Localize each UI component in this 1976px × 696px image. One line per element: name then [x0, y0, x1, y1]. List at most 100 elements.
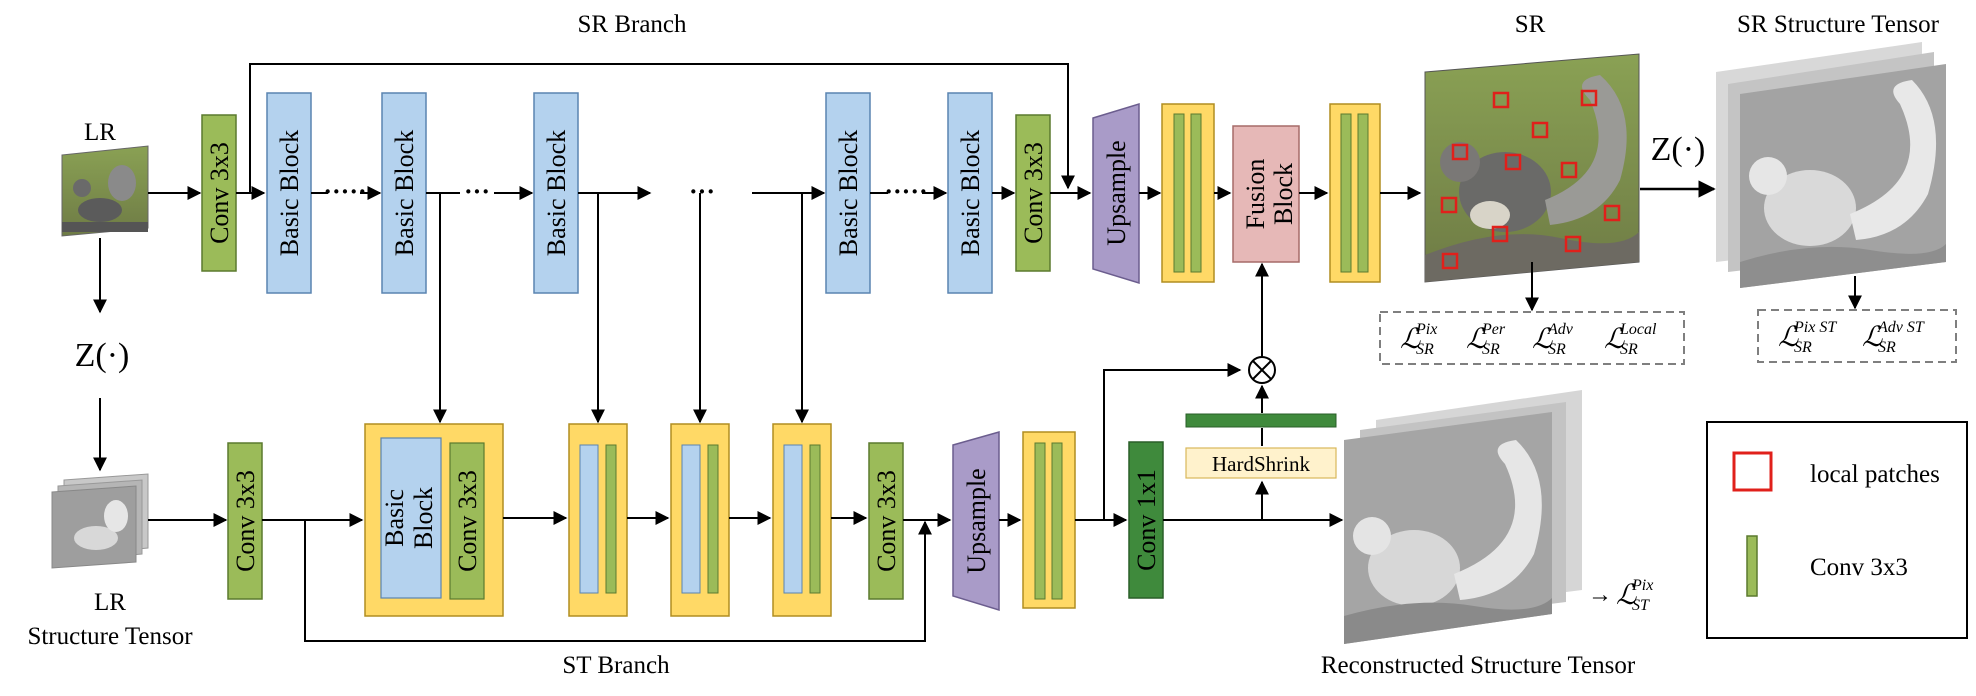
sr-double-conv-block — [1161, 103, 1215, 283]
svg-text:Fusion: Fusion — [1241, 159, 1270, 230]
svg-text:Basic Block: Basic Block — [275, 130, 304, 256]
sr-loss-box — [1379, 311, 1685, 365]
sr-basic-block-4: Basic Block — [825, 92, 871, 294]
hardshrink-bar — [1185, 413, 1337, 428]
svg-text:SR: SR — [1620, 341, 1638, 358]
reconstructed-st-image — [1344, 390, 1582, 644]
svg-text:ℒ: ℒ — [1616, 580, 1637, 611]
svg-text:ℒ: ℒ — [1604, 324, 1625, 355]
svg-text:Upsample: Upsample — [962, 468, 991, 573]
svg-text:Conv 3x3: Conv 3x3 — [872, 470, 901, 572]
st-fused-block-2 — [670, 423, 730, 617]
reconstructed-st-label: Reconstructed Structure Tensor — [1321, 652, 1636, 679]
svg-text:ℒ: ℒ — [1400, 324, 1421, 355]
sr-conv3x3-input: Conv 3x3 — [201, 114, 237, 272]
svg-text:Conv 1x1: Conv 1x1 — [1132, 469, 1161, 571]
sr-branch-label: SR Branch — [577, 11, 687, 38]
svg-text:Pix ST: Pix ST — [1793, 319, 1837, 336]
sr-structure-tensor-label: SR Structure Tensor — [1737, 11, 1940, 38]
svg-text:Per: Per — [1481, 321, 1506, 338]
sr-basic-block-1: Basic Block — [266, 92, 312, 294]
legend-local-patch-swatch — [1732, 451, 1773, 492]
hardshrink-block: HardShrink — [1185, 447, 1337, 479]
svg-text:ℒ: ℒ — [1532, 324, 1553, 355]
sr-structure-tensor-image — [1716, 42, 1946, 288]
sr-conv3x3-trunk: Conv 3x3 — [1015, 114, 1051, 272]
st-conv3x3-trunk: Conv 3x3 — [868, 442, 904, 600]
st-upsample: Upsample — [952, 431, 1000, 612]
svg-text:Pix: Pix — [1415, 321, 1437, 338]
svg-text:ℒ: ℒ — [1466, 324, 1487, 355]
sr-dots-4: ····· — [884, 177, 927, 206]
svg-text:Basic Block: Basic Block — [390, 130, 419, 256]
svg-text:Pix: Pix — [1631, 577, 1653, 594]
svg-text:Basic Block: Basic Block — [956, 130, 985, 256]
sr-label: SR — [1515, 11, 1546, 38]
svg-text:SR: SR — [1482, 341, 1500, 358]
fusion-block: Fusion Block — [1232, 125, 1300, 263]
svg-text:Basic: Basic — [380, 489, 409, 547]
svg-text:HardShrink: HardShrink — [1212, 452, 1310, 476]
svg-text:Conv 3x3: Conv 3x3 — [231, 470, 260, 572]
svg-text:SR: SR — [1794, 339, 1812, 356]
sr-local-patches — [1440, 89, 1621, 270]
svg-text:Conv 3x3: Conv 3x3 — [1019, 142, 1048, 244]
svg-text:Block: Block — [409, 487, 438, 549]
svg-text:Block: Block — [1269, 163, 1298, 225]
sr-st-loss-box — [1757, 309, 1957, 363]
sr-basic-block-2: Basic Block — [381, 92, 427, 294]
svg-text:ST: ST — [1632, 597, 1650, 614]
svg-text:Conv 3x3: Conv 3x3 — [205, 142, 234, 244]
svg-text:Adv: Adv — [1547, 321, 1574, 338]
svg-text:SR: SR — [1878, 339, 1896, 356]
st-loss-arrow: → — [1588, 582, 1612, 608]
st-branch-label: ST Branch — [562, 652, 670, 679]
svg-text:Adv ST: Adv ST — [1877, 319, 1925, 336]
sr-upsample: Upsample — [1092, 102, 1140, 285]
svg-text:Basic Block: Basic Block — [542, 130, 571, 256]
sr-basic-block-5: Basic Block — [947, 92, 993, 294]
svg-text:Conv 3x3: Conv 3x3 — [453, 470, 482, 572]
legend-conv-swatch — [1746, 535, 1758, 597]
sr-double-conv-block-2 — [1329, 103, 1381, 283]
lr-image — [61, 145, 149, 237]
sr-basic-block-3: Basic Block — [533, 92, 579, 294]
legend-conv-label: Conv 3x3 — [1810, 554, 1908, 581]
sr-dots-2: ··· — [464, 177, 490, 206]
lr-structure-tensor-image — [51, 473, 149, 569]
st-basic-conv-block: Basic Block Conv 3x3 — [364, 423, 504, 617]
svg-text:Local: Local — [1619, 321, 1657, 338]
st-fused-block-3 — [772, 423, 832, 617]
legend-local-patches-label: local patches — [1810, 461, 1940, 488]
st-conv3x3-input: Conv 3x3 — [227, 442, 263, 600]
multiply-node — [1248, 356, 1276, 384]
sr-image — [1424, 53, 1640, 283]
st-fused-block-1 — [568, 423, 628, 617]
st-conv1x1: Conv 1x1 — [1128, 441, 1164, 599]
lr-st-label-2: Structure Tensor — [27, 623, 193, 650]
svg-text:Basic Block: Basic Block — [834, 130, 863, 256]
svg-text:SR: SR — [1548, 341, 1566, 358]
z-operator-left: Z(·) — [75, 337, 130, 374]
lr-label: LR — [84, 119, 116, 146]
lr-st-label-1: LR — [94, 589, 126, 616]
z-operator-right: Z(·) — [1651, 131, 1706, 168]
st-double-conv-block — [1022, 431, 1076, 609]
sr-dots-3: ··· — [689, 177, 715, 206]
svg-text:SR: SR — [1416, 341, 1434, 358]
legend: local patches Conv 3x3 — [1706, 421, 1968, 639]
sr-dots-1: ····· — [323, 177, 366, 206]
svg-text:ℒ: ℒ — [1862, 322, 1883, 353]
svg-text:Upsample: Upsample — [1102, 140, 1131, 245]
